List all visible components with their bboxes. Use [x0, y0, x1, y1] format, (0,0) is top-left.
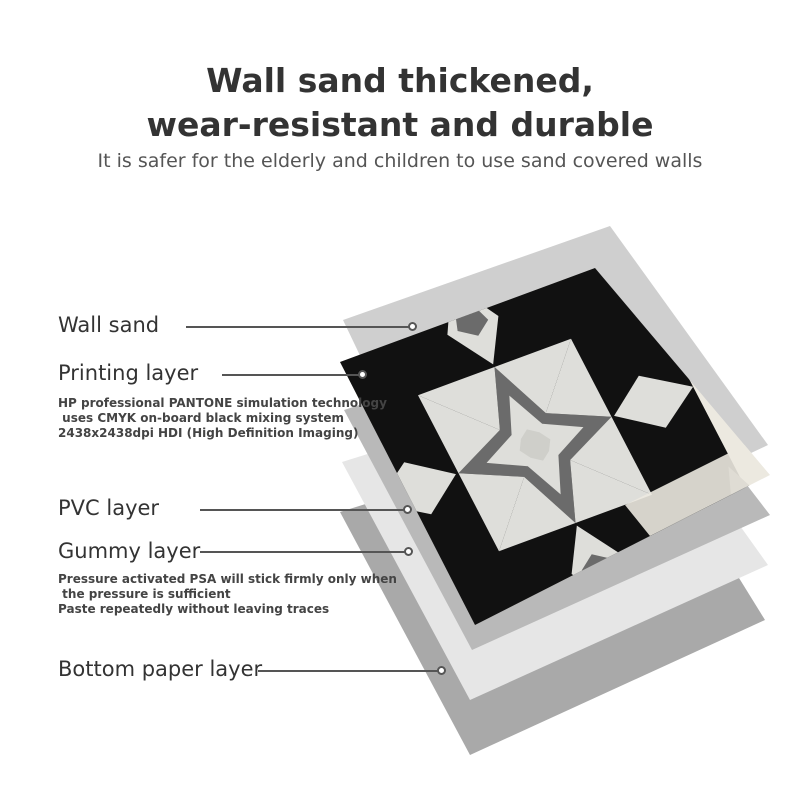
printing-note-line: uses CMYK on-board black mixing system: [58, 411, 344, 425]
gummy-note-line: the pressure is sufficient: [58, 587, 231, 601]
printing-layer-label: Printing layer: [58, 361, 199, 385]
bottom-paper-layer-label: Bottom paper layer: [58, 657, 263, 681]
wall-sand-dot: [408, 322, 417, 331]
printing-note-line: HP professional PANTONE simulation techn…: [58, 396, 387, 410]
title-line-1: Wall sand thickened,: [206, 61, 594, 100]
subtitle: It is safer for the elderly and children…: [97, 150, 703, 172]
printing-note-line: 2438x2438dpi HDI (High Definition Imagin…: [58, 426, 359, 440]
gummy-layer-label: Gummy layer: [58, 539, 201, 563]
pvc-dot: [403, 505, 412, 514]
gummy-layer-notes: Pressure activated PSA will stick firmly…: [58, 572, 397, 617]
bottom-paper-dot: [437, 666, 446, 675]
gummy-note-line: Paste repeatedly without leaving traces: [58, 602, 330, 616]
bottom-paper-leader: [258, 670, 441, 672]
pvc-leader: [200, 509, 408, 511]
gummy-dot: [404, 547, 413, 556]
pvc-layer-label: PVC layer: [58, 496, 160, 520]
wall-sand-label: Wall sand: [58, 313, 160, 337]
printing-layer-notes: HP professional PANTONE simulation techn…: [58, 396, 387, 441]
printing-leader: [222, 374, 362, 376]
gummy-leader: [200, 551, 408, 553]
wall-sand-leader: [186, 326, 412, 328]
gummy-note-line: Pressure activated PSA will stick firmly…: [58, 572, 397, 586]
title-line-2: wear-resistant and durable: [146, 105, 654, 144]
printing-dot: [358, 370, 367, 379]
